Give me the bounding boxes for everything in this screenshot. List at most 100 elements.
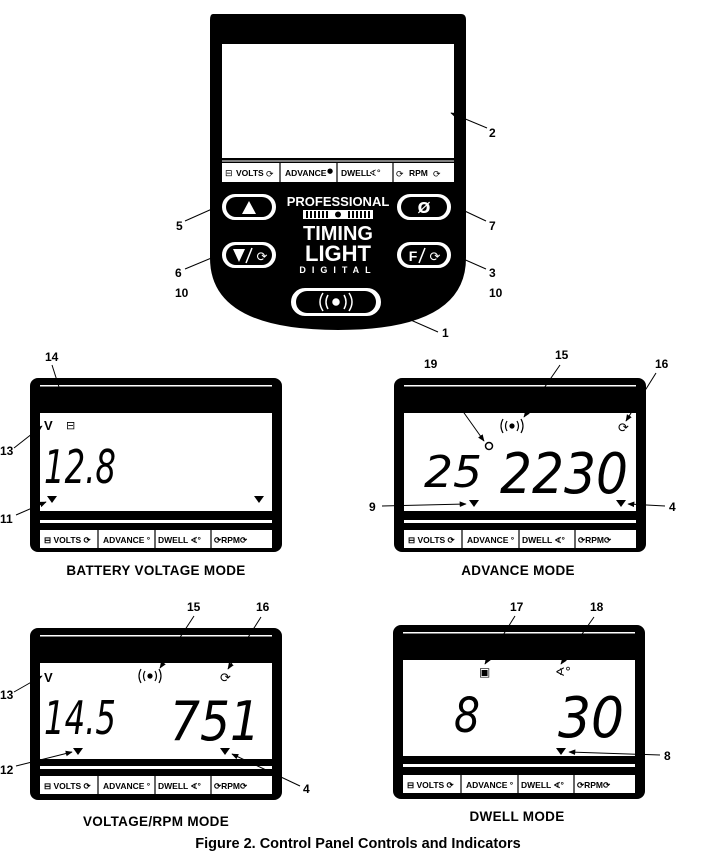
lcd-screen bbox=[404, 413, 636, 511]
callout-1: 1 bbox=[442, 326, 449, 340]
cylinder-count-icon: ▣ bbox=[479, 665, 490, 679]
svg-text:DIGITAL: DIGITAL bbox=[299, 265, 376, 275]
svg-text:⟳RPM⟳: ⟳RPM⟳ bbox=[578, 535, 612, 545]
light-burst-icon bbox=[138, 668, 162, 684]
svg-text:DWELL ∢°: DWELL ∢° bbox=[522, 535, 566, 545]
svg-text:19: 19 bbox=[424, 357, 438, 371]
panel-caption: VOLTAGE/RPM MODE bbox=[83, 814, 229, 829]
callout-10-right: 10 bbox=[489, 286, 503, 300]
panel-caption: DWELL MODE bbox=[470, 809, 565, 824]
rpm-readout: 751 bbox=[170, 690, 260, 753]
svg-text:ADVANCE °: ADVANCE ° bbox=[467, 535, 515, 545]
down-mode-button[interactable]: ⟳ bbox=[220, 240, 278, 270]
tab-volts: VOLTS bbox=[236, 168, 264, 178]
advance-degrees-readout: 25 bbox=[424, 447, 482, 498]
tab-dwell: DWELL bbox=[341, 168, 371, 178]
dwell-angle-icon: ∢° bbox=[555, 665, 571, 679]
svg-text:ADVANCE °: ADVANCE ° bbox=[466, 780, 514, 790]
callout-2: 2 bbox=[489, 126, 496, 140]
svg-text:⊟ VOLTS ⟳: ⊟ VOLTS ⟳ bbox=[407, 780, 455, 790]
dwell-readout: 30 bbox=[558, 686, 624, 751]
svg-text:⟳: ⟳ bbox=[266, 170, 274, 180]
rpm-readout: 2230 bbox=[500, 442, 628, 507]
panel-advance: ⊟ VOLTS ⟳ADVANCE ° DWELL ∢°⟳RPM⟳ ⟳ 25 22… bbox=[394, 378, 646, 578]
svg-text:⟳RPM⟳: ⟳RPM⟳ bbox=[577, 780, 611, 790]
svg-text:13: 13 bbox=[0, 444, 14, 458]
callout-10-left: 10 bbox=[175, 286, 189, 300]
degree-indicator bbox=[484, 441, 494, 451]
svg-text:15: 15 bbox=[555, 348, 569, 362]
lcd-screen bbox=[40, 413, 272, 511]
zero-icon: Ø bbox=[418, 199, 431, 217]
right-arrow-indicator bbox=[254, 496, 264, 503]
svg-text:LIGHT: LIGHT bbox=[305, 241, 372, 266]
figure-caption: Figure 2. Control Panel Controls and Ind… bbox=[195, 836, 520, 852]
svg-text:⊟ VOLTS ⟳: ⊟ VOLTS ⟳ bbox=[44, 781, 92, 791]
svg-text:18: 18 bbox=[590, 600, 604, 614]
svg-text:9: 9 bbox=[369, 500, 376, 514]
callout-3: 3 bbox=[489, 266, 496, 280]
function-cycle-icon: ⟳ bbox=[430, 250, 441, 265]
panel-caption: ADVANCE MODE bbox=[461, 563, 575, 578]
svg-text:12: 12 bbox=[0, 763, 14, 777]
tab-rpm: RPM bbox=[409, 168, 428, 178]
svg-text:ADVANCE °: ADVANCE ° bbox=[103, 781, 151, 791]
cylinder-readout: 8 bbox=[454, 688, 480, 744]
panel1-callouts: 14 13 11 bbox=[0, 350, 68, 526]
panel2-callouts: 19 15 16 9 4 bbox=[369, 348, 676, 514]
svg-text:14: 14 bbox=[45, 350, 59, 364]
svg-text:16: 16 bbox=[655, 357, 669, 371]
tab-advance: ADVANCE bbox=[285, 168, 327, 178]
svg-text:11: 11 bbox=[0, 512, 13, 526]
panel-voltage-rpm: ⊟ VOLTS ⟳ADVANCE ° DWELL ∢°⟳RPM⟳ V ⟳ 14.… bbox=[30, 628, 282, 829]
left-arrow-indicator bbox=[47, 496, 57, 503]
down-arrow-icon bbox=[233, 249, 245, 262]
svg-text:⊟ VOLTS ⟳: ⊟ VOLTS ⟳ bbox=[408, 535, 456, 545]
callout-6: 6 bbox=[175, 266, 182, 280]
up-button[interactable] bbox=[220, 192, 278, 222]
mode-cycle-icon: ⟳ bbox=[257, 250, 268, 265]
panel-battery-voltage: ⊟ VOLTS ⟳ADVANCE ° DWELL ∢°⟳RPM⟳ V ⊟ 12.… bbox=[30, 378, 282, 578]
svg-text:15: 15 bbox=[187, 600, 201, 614]
callout-7: 7 bbox=[489, 219, 496, 233]
main-device: ⊟ VOLTS ⟳ ADVANCE ● DWELL ∢° ⟳ RPM ⟳ PRO… bbox=[210, 14, 466, 330]
svg-text:ADVANCE °: ADVANCE ° bbox=[103, 535, 151, 545]
svg-text:PROFESSIONAL: PROFESSIONAL bbox=[287, 194, 390, 209]
trigger-button[interactable] bbox=[289, 286, 383, 318]
svg-text:13: 13 bbox=[0, 688, 14, 702]
svg-text:DWELL ∢°: DWELL ∢° bbox=[521, 780, 565, 790]
svg-text:4: 4 bbox=[669, 500, 676, 514]
rpm-cylinder-icon: ⟳ bbox=[220, 671, 231, 686]
panel-caption: BATTERY VOLTAGE MODE bbox=[66, 563, 245, 578]
light-burst-icon bbox=[500, 418, 524, 434]
svg-text:TIMING: TIMING bbox=[303, 223, 373, 245]
function-f-icon: F bbox=[409, 248, 418, 264]
svg-text:⊟: ⊟ bbox=[225, 169, 233, 179]
svg-text:⊟ VOLTS ⟳: ⊟ VOLTS ⟳ bbox=[44, 535, 92, 545]
lcd-screen bbox=[403, 660, 635, 756]
svg-text:DWELL ∢°: DWELL ∢° bbox=[158, 781, 202, 791]
voltage-readout: 14.5 bbox=[44, 691, 116, 745]
battery-icon: ⊟ bbox=[66, 419, 75, 432]
svg-text:⟳RPM⟳: ⟳RPM⟳ bbox=[214, 781, 248, 791]
panel4-callouts: 17 18 8 bbox=[484, 600, 671, 763]
svg-text:●: ● bbox=[327, 167, 333, 175]
advance-arrow-indicator bbox=[469, 500, 479, 507]
function-button[interactable]: F ⟳ bbox=[395, 240, 453, 270]
right-arrow-indicator bbox=[220, 748, 230, 755]
main-mode-tabs: ⊟ VOLTS ⟳ ADVANCE ● DWELL ∢° ⟳ RPM ⟳ bbox=[222, 163, 454, 182]
svg-text:∢°: ∢° bbox=[369, 169, 381, 179]
svg-text:⟳: ⟳ bbox=[433, 170, 441, 180]
svg-text:⟳RPM⟳: ⟳RPM⟳ bbox=[214, 535, 248, 545]
main-callouts: 2 5 7 6 10 3 10 1 bbox=[175, 112, 503, 340]
rpm-arrow-indicator bbox=[616, 500, 626, 507]
callout-5: 5 bbox=[176, 219, 183, 233]
brand-logo: PROFESSIONAL TIMING LIGHT DIGITAL bbox=[287, 194, 390, 275]
svg-text:17: 17 bbox=[510, 600, 524, 614]
zero-button[interactable]: Ø bbox=[395, 192, 453, 222]
left-arrow-indicator bbox=[73, 748, 83, 755]
svg-text:DWELL ∢°: DWELL ∢° bbox=[158, 535, 202, 545]
svg-text:16: 16 bbox=[256, 600, 270, 614]
svg-text:⟳: ⟳ bbox=[396, 170, 404, 180]
